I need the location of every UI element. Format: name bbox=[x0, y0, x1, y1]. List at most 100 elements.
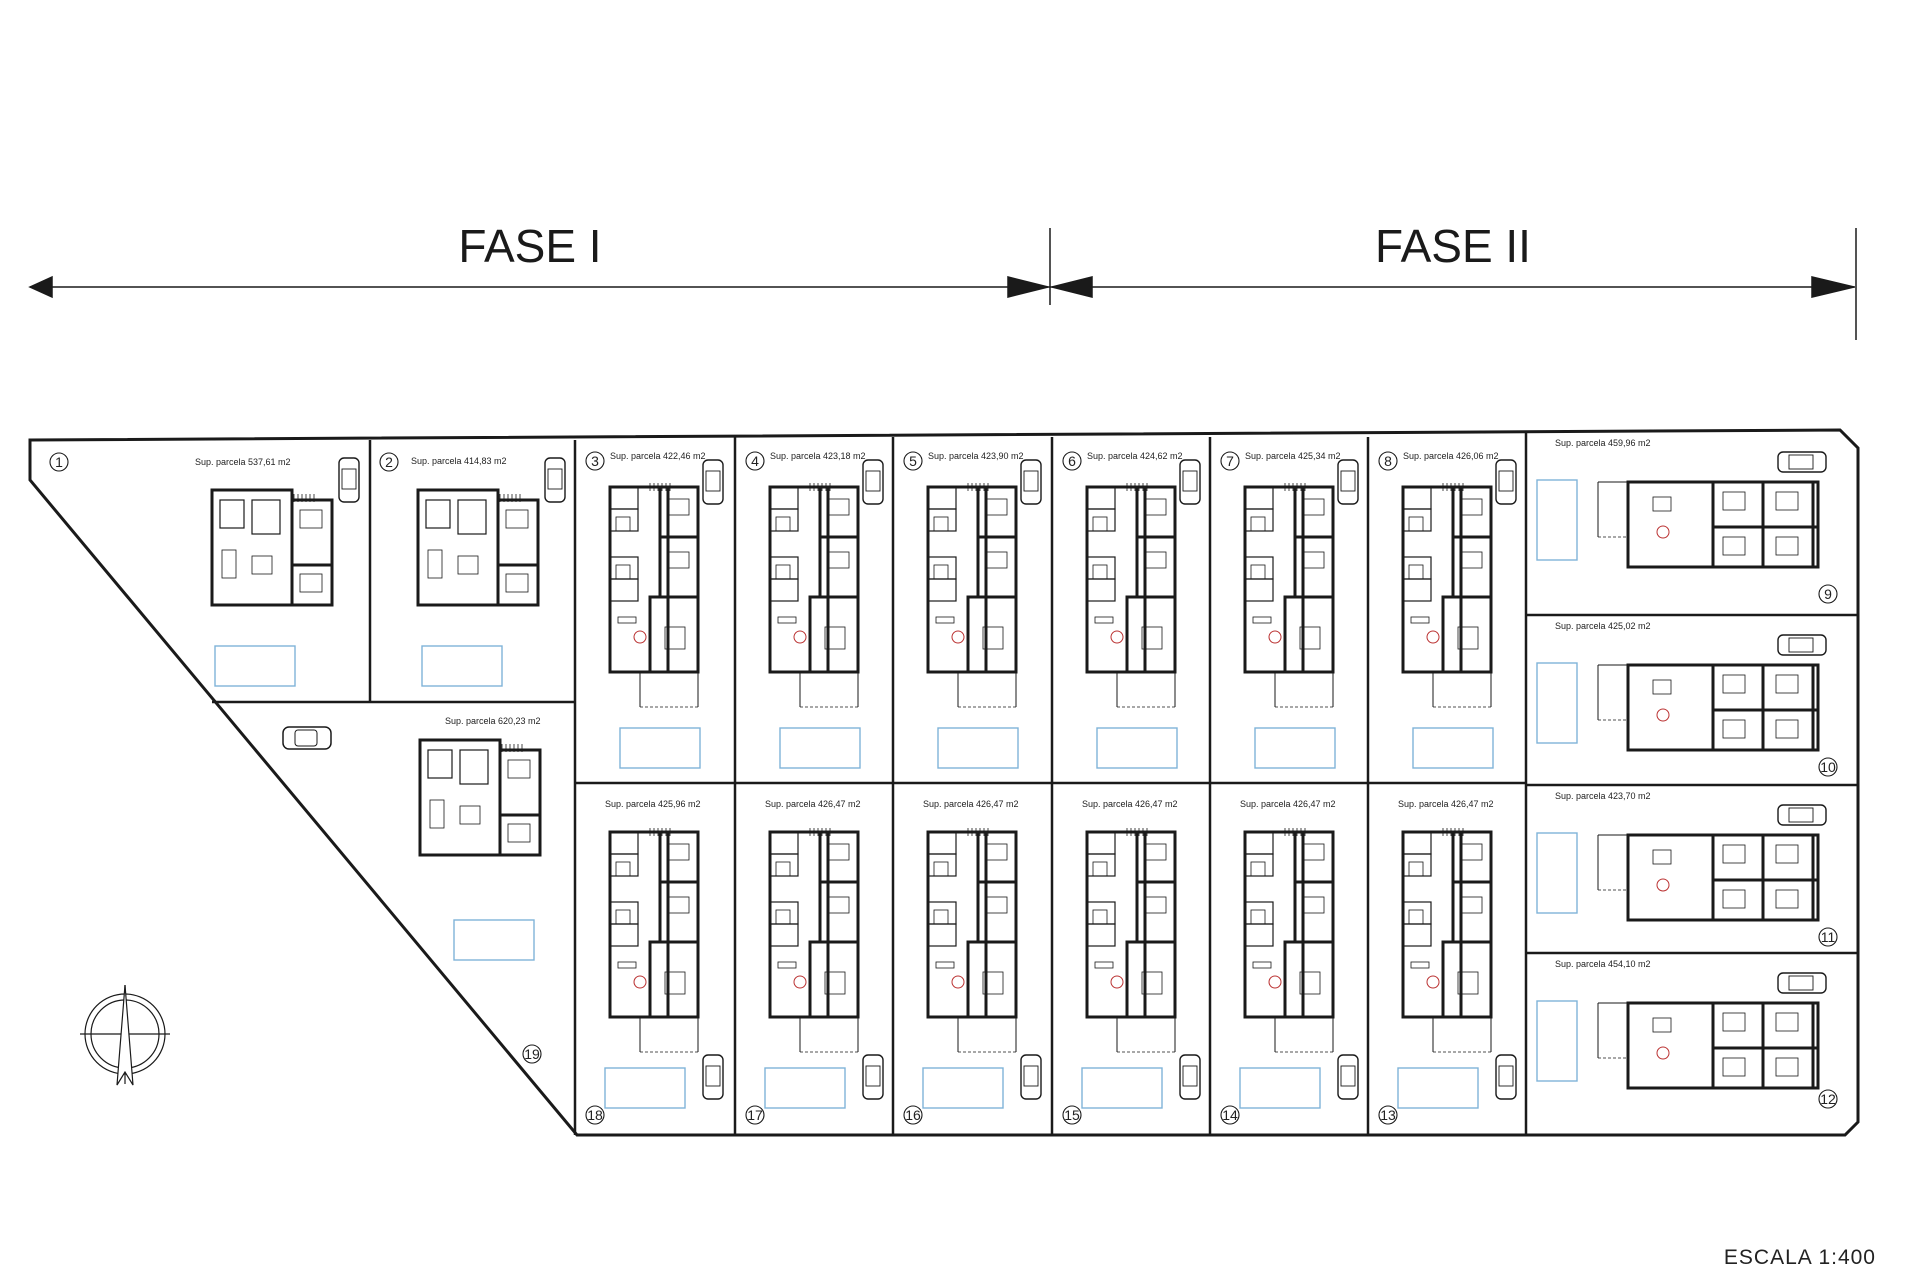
pool bbox=[937, 727, 1019, 769]
plot-number-badge bbox=[745, 451, 765, 471]
plot-number: 15 bbox=[1064, 1107, 1080, 1123]
plot-area-label: Sup. parcela 423,70 m2 bbox=[1555, 791, 1651, 801]
plot-number-badge bbox=[1378, 451, 1398, 471]
plot-number-badge bbox=[49, 452, 69, 472]
plot-number: 18 bbox=[587, 1107, 603, 1123]
plot-3: 3 Sup. parcela 422,46 m2 bbox=[585, 451, 724, 769]
car-icon bbox=[1179, 1054, 1201, 1100]
house-floorplan bbox=[1597, 833, 1820, 922]
pool bbox=[453, 919, 535, 961]
plot-area-label: Sup. parcela 537,61 m2 bbox=[195, 457, 291, 467]
plot-4: 4 Sup. parcela 423,18 m2 bbox=[745, 451, 884, 769]
house-floorplan bbox=[210, 488, 334, 607]
plot-7: 7 Sup. parcela 425,34 m2 bbox=[1220, 451, 1359, 769]
plot-12: Sup. parcela 454,10 m2 12 bbox=[1536, 959, 1838, 1109]
plot-number: 19 bbox=[524, 1046, 540, 1062]
car-icon bbox=[1777, 972, 1827, 994]
arrow-right-icon bbox=[1811, 276, 1855, 298]
car-icon bbox=[1495, 1054, 1517, 1100]
house-floorplan bbox=[1597, 663, 1820, 752]
house-floorplan bbox=[926, 828, 1018, 1053]
plot-18: 18 Sup. parcela 425,96 m2 bbox=[585, 799, 724, 1125]
plot-15: 15 Sup. parcela 426,47 m2 bbox=[1062, 799, 1201, 1125]
car-icon bbox=[702, 459, 724, 505]
house-floorplan bbox=[1401, 483, 1493, 708]
pool bbox=[779, 727, 861, 769]
north-arrow-icon bbox=[80, 984, 170, 1086]
house-floorplan bbox=[1085, 828, 1177, 1053]
pool bbox=[1096, 727, 1178, 769]
car-icon bbox=[1495, 459, 1517, 505]
plot-number-badge bbox=[1818, 757, 1838, 777]
car-icon bbox=[544, 457, 566, 503]
pool bbox=[764, 1067, 846, 1109]
plot-area-label: Sup. parcela 426,47 m2 bbox=[1398, 799, 1494, 809]
car-icon bbox=[702, 1054, 724, 1100]
house-floorplan bbox=[418, 738, 542, 857]
plot-number-badge bbox=[1062, 1105, 1082, 1125]
plot-number-badge bbox=[1818, 927, 1838, 947]
plot-area-label: Sup. parcela 425,02 m2 bbox=[1555, 621, 1651, 631]
plot-number-badge bbox=[745, 1105, 765, 1125]
plot-number: 17 bbox=[747, 1107, 763, 1123]
pool bbox=[922, 1067, 1004, 1109]
plot-area-label: Sup. parcela 454,10 m2 bbox=[1555, 959, 1651, 969]
plot-number: 7 bbox=[1226, 453, 1234, 469]
arrow-left-icon bbox=[28, 275, 53, 299]
plot-number: 3 bbox=[591, 453, 599, 469]
plot-9: Sup. parcela 459,96 m29 bbox=[1536, 438, 1838, 604]
plot-number-badge bbox=[1062, 451, 1082, 471]
house-floorplan bbox=[1597, 1001, 1820, 1090]
plot-area-label: Sup. parcela 424,62 m2 bbox=[1087, 451, 1183, 461]
pool bbox=[604, 1067, 686, 1109]
plot-number-badge bbox=[1220, 1105, 1240, 1125]
plot-number-badge bbox=[379, 452, 399, 472]
plot-area-label: Sup. parcela 426,47 m2 bbox=[765, 799, 861, 809]
car-icon bbox=[338, 457, 360, 503]
plot-number: 4 bbox=[751, 453, 759, 469]
plot-number: 12 bbox=[1820, 1091, 1836, 1107]
plot-area-label: Sup. parcela 422,46 m2 bbox=[610, 451, 706, 461]
pool bbox=[1239, 1067, 1321, 1109]
pool bbox=[421, 645, 503, 687]
house-floorplan bbox=[1085, 483, 1177, 708]
plot-number-badge bbox=[585, 1105, 605, 1125]
plot-area-label: Sup. parcela 425,34 m2 bbox=[1245, 451, 1341, 461]
plot-number: 13 bbox=[1380, 1107, 1396, 1123]
pool bbox=[214, 645, 296, 687]
house-floorplan bbox=[608, 483, 700, 708]
car-icon bbox=[1179, 459, 1201, 505]
house-floorplan bbox=[1243, 828, 1335, 1053]
house-floorplan bbox=[1597, 480, 1820, 569]
phase-2-label: FASE II bbox=[1375, 220, 1531, 272]
arrow-left-icon bbox=[1051, 276, 1093, 298]
plot-area-label: Sup. parcela 425,96 m2 bbox=[605, 799, 701, 809]
car-icon bbox=[862, 459, 884, 505]
plot-13: 13 Sup. parcela 426,47 m2 bbox=[1378, 799, 1517, 1125]
plot-number: 16 bbox=[905, 1107, 921, 1123]
car-icon bbox=[1777, 634, 1827, 656]
plot-19: 19 Sup. parcela 620,23 m2 bbox=[418, 716, 542, 1064]
pool bbox=[1254, 727, 1336, 769]
plot-area-label: Sup. parcela 459,96 m2 bbox=[1555, 438, 1651, 448]
plot-area-label: Sup. parcela 423,90 m2 bbox=[928, 451, 1024, 461]
plot-area-label: Sup. parcela 426,47 m2 bbox=[1082, 799, 1178, 809]
plot-number: 8 bbox=[1384, 453, 1392, 469]
plot-area-label: Sup. parcela 426,06 m2 bbox=[1403, 451, 1499, 461]
plot-area-label: Sup. parcela 423,18 m2 bbox=[770, 451, 866, 461]
pool bbox=[1536, 1000, 1578, 1082]
plot-area-label: Sup. parcela 620,23 m2 bbox=[445, 716, 541, 726]
plot-number: 1 bbox=[55, 454, 63, 470]
pool bbox=[1412, 727, 1494, 769]
house-floorplan bbox=[768, 828, 860, 1053]
plot-number-badge bbox=[585, 451, 605, 471]
plot-17: 17 Sup. parcela 426,47 m2 bbox=[745, 799, 884, 1125]
house-floorplan bbox=[608, 828, 700, 1053]
parcel-lines bbox=[212, 432, 1858, 1135]
plot-number: 11 bbox=[1821, 929, 1836, 945]
plot-area-label: Sup. parcela 426,47 m2 bbox=[923, 799, 1019, 809]
